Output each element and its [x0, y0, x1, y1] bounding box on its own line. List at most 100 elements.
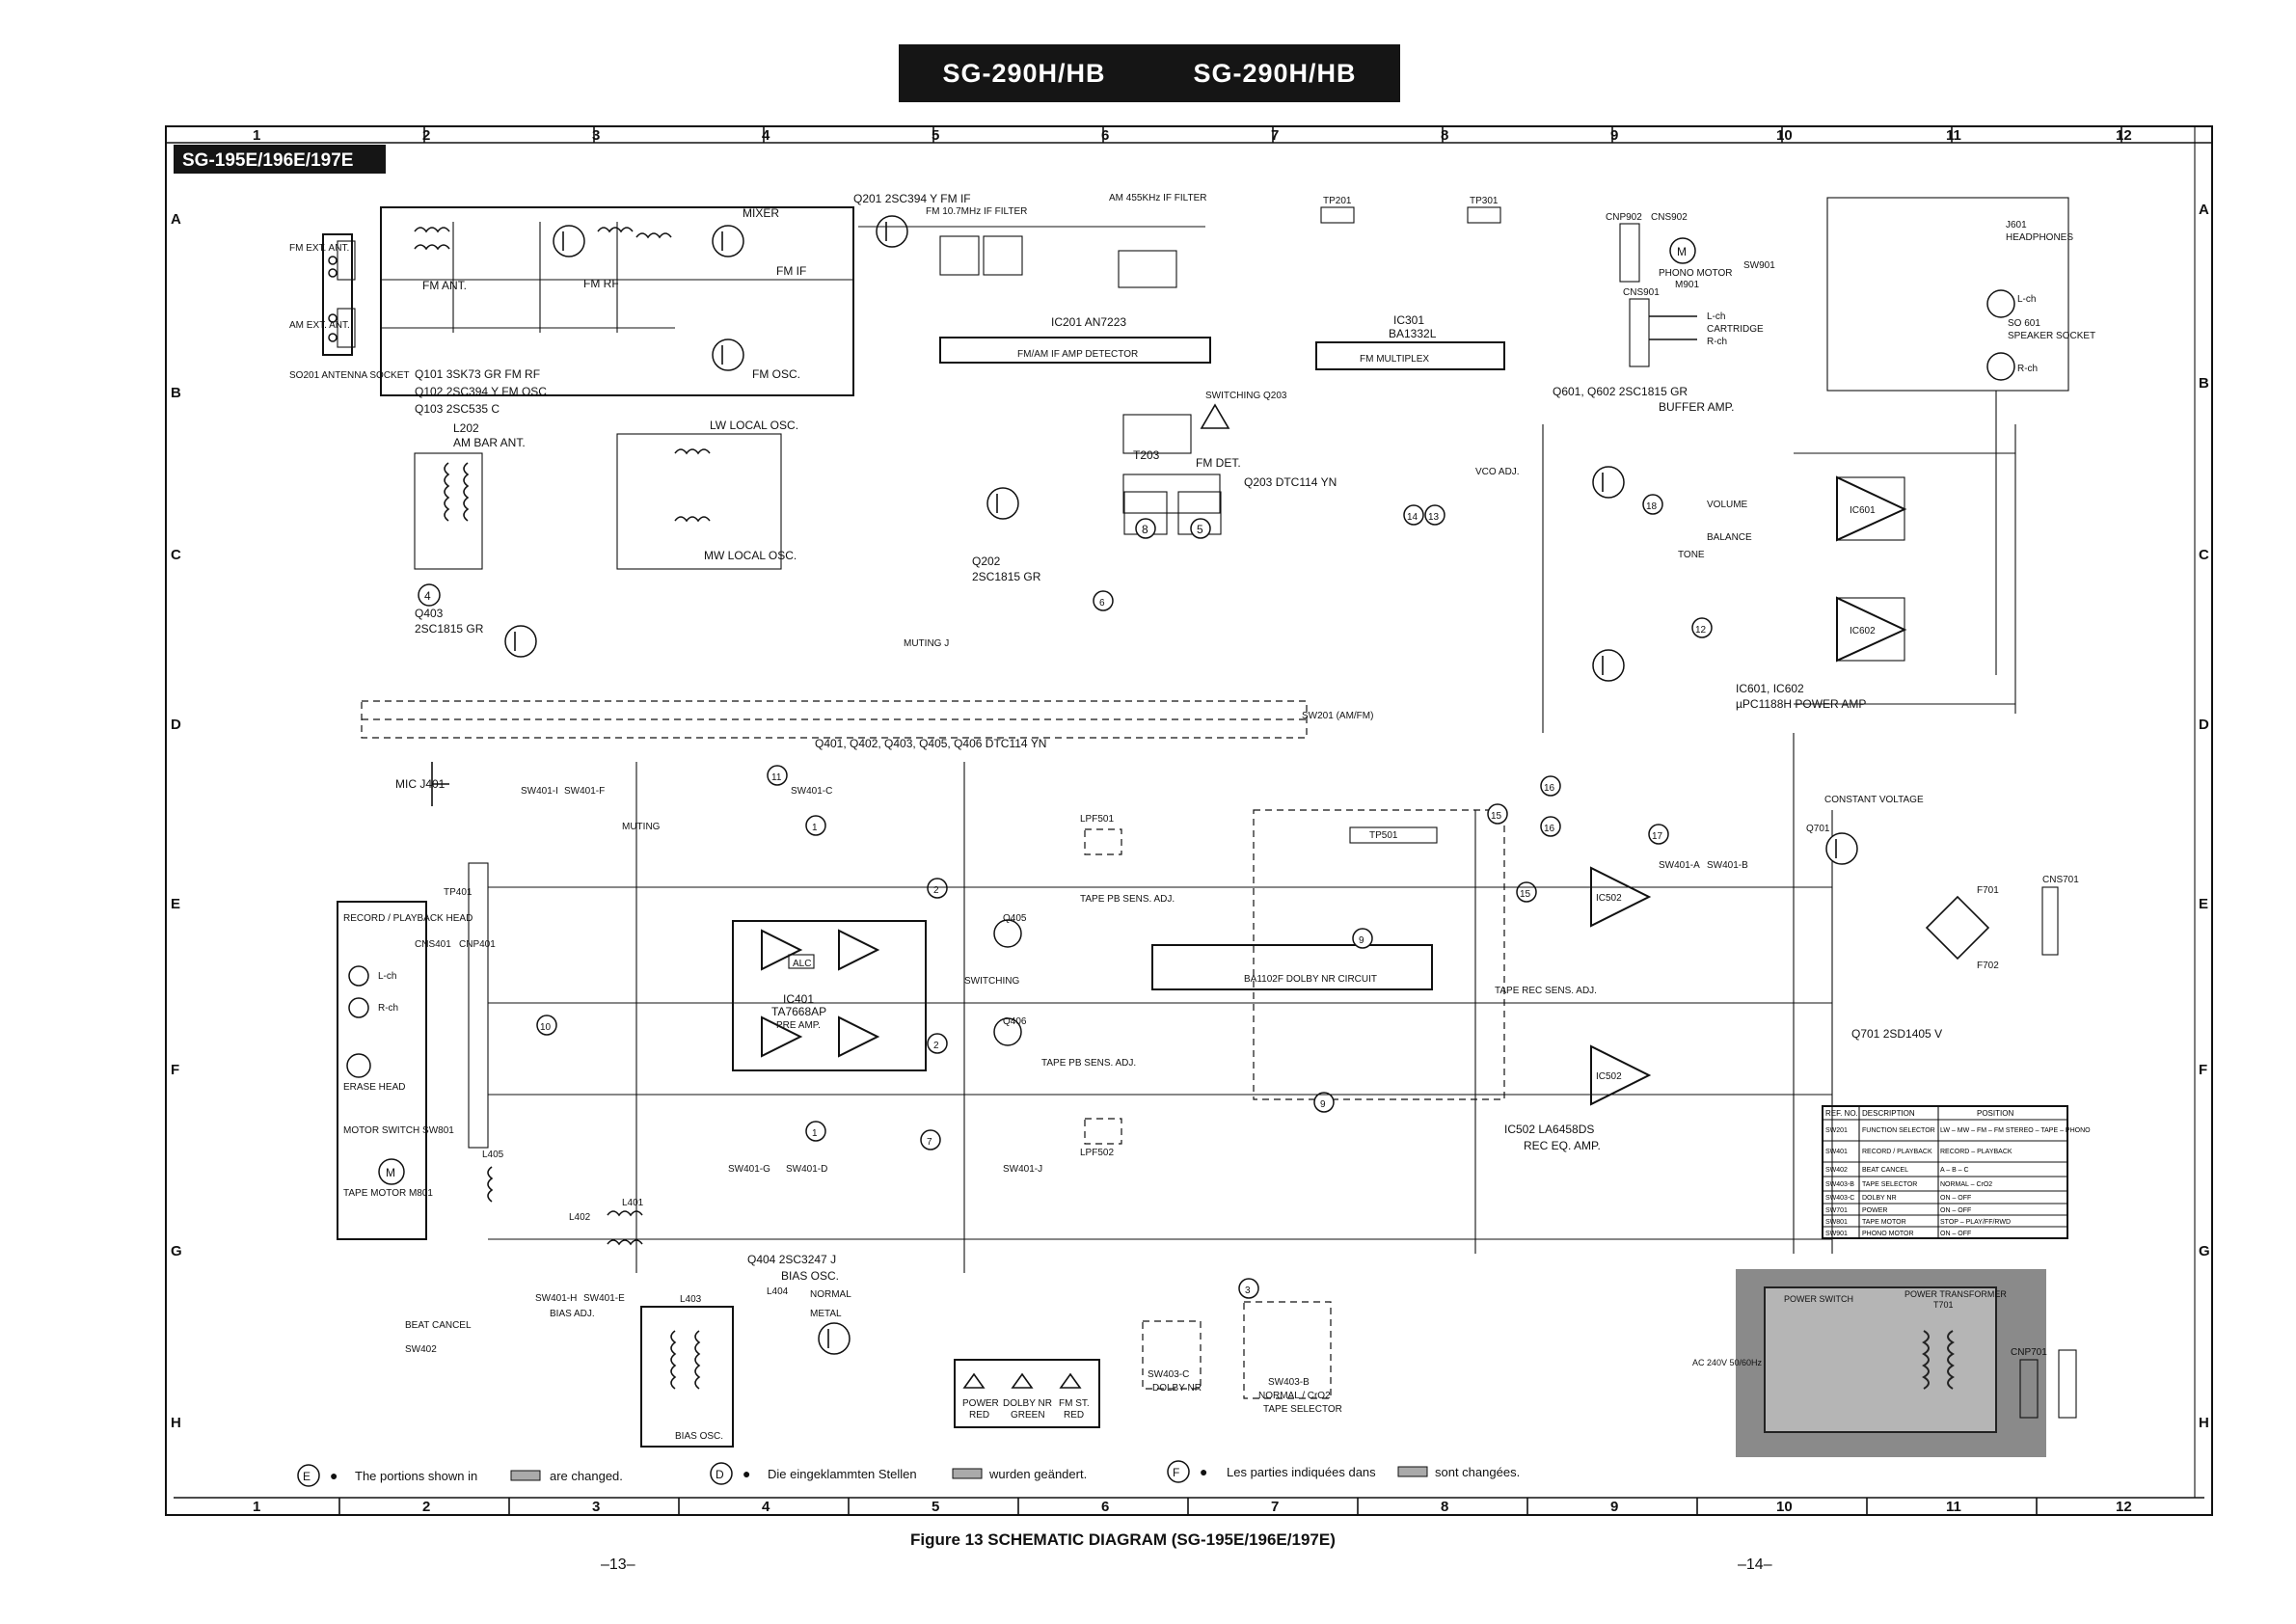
callout-17 — [1648, 824, 1669, 845]
mw-local-osc-label: MW LOCAL OSC. — [704, 549, 797, 562]
table-cell: SW801 — [1825, 1219, 1848, 1226]
callout-17-text: 17 — [1652, 831, 1663, 842]
page-number-right: –14– — [1738, 1556, 1772, 1573]
sw403b-switch — [1243, 1301, 1332, 1399]
q701-label: Q701 — [1806, 824, 1830, 834]
ic501-label: BA1102F DOLBY NR CIRCUIT — [1244, 974, 1377, 985]
q406-label: Q406 — [1003, 1016, 1027, 1027]
tp201-connector — [1320, 206, 1355, 224]
row-label-left: G — [171, 1243, 182, 1259]
cns401-label: CNS401 — [415, 939, 451, 950]
tape-rec-sens-adj-label: TAPE REC SENS. ADJ. — [1495, 986, 1597, 996]
col-label-bottom: 2 — [422, 1499, 430, 1515]
led-block — [954, 1359, 1100, 1428]
bias-osc-block — [640, 1306, 734, 1448]
am-bar-antenna — [414, 452, 483, 570]
power-transformer — [1764, 1286, 1997, 1433]
col-label-top: 11 — [1946, 127, 1961, 144]
col-label-bottom: 10 — [1776, 1499, 1793, 1515]
callout-7 — [920, 1129, 941, 1150]
cnp701-connector — [2019, 1349, 2077, 1419]
callout-15a — [1487, 803, 1508, 825]
buffer-amp-label: BUFFER AMP. — [1659, 400, 1734, 414]
svg-text:M: M — [386, 1166, 395, 1179]
q403-label: Q403 — [415, 607, 444, 620]
callout-9b — [1313, 1092, 1335, 1113]
muting-label: MUTING — [622, 822, 661, 832]
led-red-2: RED — [1064, 1410, 1084, 1421]
callout-2b-text: 2 — [933, 1041, 939, 1051]
row-label-left: E — [171, 896, 180, 912]
power-led-label: POWER — [962, 1398, 999, 1409]
power-transformer-label: POWER TRANSFORMER — [1904, 1289, 2007, 1299]
callout-2b — [927, 1033, 948, 1054]
l403-label: L403 — [680, 1294, 702, 1305]
figure-caption: Figure 13 SCHEMATIC DIAGRAM (SG-195E/196… — [910, 1530, 1336, 1549]
led-red-1: RED — [969, 1410, 989, 1421]
transistor-q406 — [993, 1017, 1022, 1046]
mixer-label: MIXER — [743, 206, 779, 220]
transistor-q404 — [818, 1322, 851, 1355]
lpf502-label: LPF502 — [1080, 1148, 1114, 1158]
normal-cro2-label: NORMAL / CrO2 — [1258, 1391, 1331, 1401]
sw401-c-label: SW401-C — [791, 786, 832, 797]
table-cell: FUNCTION SELECTOR — [1862, 1127, 1935, 1134]
callout-9b-text: 9 — [1320, 1099, 1326, 1110]
f701-label: F701 — [1977, 885, 1999, 896]
table-cell: DOLBY NR — [1862, 1195, 1897, 1202]
sw401-g-label: SW401-G — [728, 1164, 770, 1175]
hp-r-ch: R-ch — [2017, 364, 2038, 374]
svg-text:●: ● — [1200, 1464, 1207, 1479]
speaker-socket-label: SPEAKER SOCKET — [2008, 331, 2095, 341]
l401-label: L401 — [622, 1198, 644, 1208]
callout-9a-text: 9 — [1359, 935, 1364, 946]
table-cell: LW – MW – FM – FM STEREO – TAPE – PHONO — [1940, 1127, 2091, 1134]
ic602-label: IC602 — [1850, 626, 1876, 636]
table-cell: SW403-C — [1825, 1195, 1854, 1202]
svg-text:are changed.: are changed. — [550, 1469, 623, 1483]
ic301-type: BA1332L — [1389, 327, 1437, 340]
svg-text:sont changées.: sont changées. — [1435, 1465, 1520, 1479]
ic501-dolby — [1151, 944, 1433, 990]
col-label-bottom: 11 — [1946, 1499, 1961, 1515]
ic502-lower — [1590, 1044, 1652, 1106]
svg-text:Les parties indiquées dans: Les parties indiquées dans — [1227, 1465, 1376, 1479]
constant-voltage-label: CONSTANT VOLTAGE — [1824, 795, 1924, 805]
record-head-block — [337, 901, 427, 1240]
cnp701-label: CNP701 — [2011, 1347, 2047, 1358]
alc-label: ALC — [793, 959, 811, 969]
table-cell: ON – OFF — [1940, 1231, 1971, 1237]
q102-legend: Q102 2SC394 Y FM OSC — [415, 385, 547, 398]
sw201-label: SW201 (AM/FM) — [1302, 711, 1373, 721]
ic502-upper — [1590, 866, 1652, 928]
callout-6 — [1093, 590, 1114, 611]
svg-text:E: E — [303, 1470, 311, 1483]
switching-label: SWITCHING — [964, 976, 1019, 987]
table-cell: SW401 — [1825, 1149, 1848, 1155]
fm-ext-ant-label: FM EXT. ANT. — [289, 243, 349, 254]
ic602-amp — [1836, 596, 1907, 663]
table-cell: RECORD / PLAYBACK — [1862, 1149, 1932, 1155]
sw401-j-label: SW401-J — [1003, 1164, 1042, 1175]
callout-9a — [1352, 928, 1373, 949]
sw401-e-label: SW401-E — [583, 1293, 625, 1304]
ic401-label: IC401 — [783, 992, 814, 1006]
col-label-bottom: 3 — [592, 1499, 600, 1515]
tp301-connector — [1467, 206, 1501, 224]
row-label-left: B — [171, 385, 181, 401]
ic502-upper-label: IC502 — [1596, 893, 1622, 904]
sw403c-label: SW403-C — [1148, 1369, 1189, 1380]
tp401-connector — [468, 862, 489, 1149]
fm-multiplex-label: FM MULTIPLEX — [1360, 354, 1429, 365]
j601-label: J601 — [2006, 220, 2027, 230]
dolby-nr-label: DOLBY NR — [1152, 1383, 1202, 1394]
callout-8 — [1135, 518, 1156, 539]
so601-label: SO 601 — [2008, 318, 2040, 329]
headphones-label: HEADPHONES — [2006, 232, 2073, 243]
outer-frame — [165, 125, 2213, 1516]
power-amp-line1: IC601, IC602 — [1736, 682, 1804, 695]
antenna-socket-label: SO201 ANTENNA SOCKET — [289, 370, 410, 381]
q202-label: Q202 — [972, 555, 1001, 568]
q101-legend: Q101 3SK73 GR FM RF — [415, 367, 540, 381]
callout-16a-text: 16 — [1544, 783, 1555, 794]
